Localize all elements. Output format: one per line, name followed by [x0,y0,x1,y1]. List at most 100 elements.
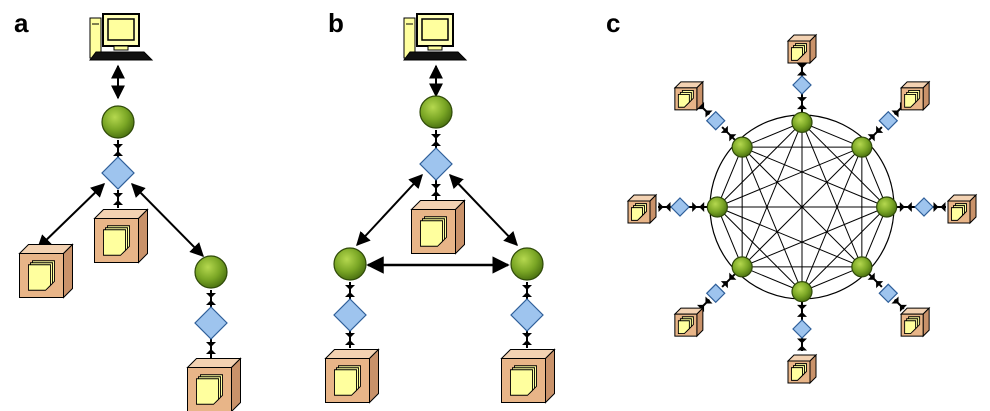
link-diamond-node-right-a [131,183,204,257]
link-node-diamond-right-a [206,290,216,308]
document-icon [677,316,694,334]
node-icon-b-left [333,247,367,281]
document-icon [631,203,647,221]
mesh-link [741,266,803,293]
node-icon-c-4 [851,256,873,278]
storage-box-icon-c-1 [786,33,818,65]
connector-layer [36,63,946,358]
service-diamond-icon-c-3 [914,197,934,217]
mesh-link [716,146,743,208]
panel-label-b: b [328,8,344,38]
mesh-link [717,206,863,268]
service-diamond-icon-c-2 [878,110,899,131]
document-icon [677,90,694,108]
link-diamond-box-left-b [345,330,355,348]
storage-box-icon-c-2 [899,80,931,112]
mesh-link [861,146,888,208]
link-node-diamond-right-b [522,282,532,300]
service-diamond-icon-c-1 [792,75,812,95]
service-diamond-icon-c-8 [705,110,726,131]
mesh-link [741,146,863,268]
link-diamond-box-center-a [113,190,123,208]
link-diamond-node-left-b [356,173,423,247]
node-icon-c-8 [731,136,753,158]
storage-box-icon-c-6 [673,306,705,338]
spoke-link-node-diamond [867,272,884,289]
storage-box-icon-c-3 [946,193,978,225]
link-diamond-box-b [431,180,441,200]
service-diamond-icon-c-7 [670,197,690,217]
document-icon [791,43,807,61]
storage-box-icon-c-5 [786,353,818,385]
spoke-link-node-diamond [867,125,884,142]
spoke-link-node-diamond [896,202,915,212]
panel-label-c: c [606,8,620,38]
spoke-link-diamond-box [797,63,807,76]
storage-box-icon-b-right [500,348,556,404]
mesh-link [801,121,863,148]
shape-layer [18,13,978,411]
document-icon [420,216,447,247]
storage-box-icon-a-center [93,208,149,264]
document-icon [103,225,130,256]
link-diamond-box-right-a [206,338,216,358]
document-icon [951,203,967,221]
document-icon [904,316,921,334]
spoke-link-diamond-box [933,202,946,212]
storage-box-icon-a-bottom [186,357,242,411]
computer-icon-a [89,13,154,61]
document-icon [904,90,921,108]
node-icon-c-7 [706,196,728,218]
mesh-link [741,146,887,208]
link-diamond-box-right-b [522,330,532,348]
mesh-link [717,206,803,292]
node-icon-c-1 [791,111,813,133]
node-icon-c-6 [731,256,753,278]
service-diamond-icon-c-5 [792,319,812,339]
storage-box-icon-a-left [18,243,74,299]
node-icon-b-right [510,247,544,281]
panel-label-a: a [14,8,29,38]
mesh-link [741,146,803,292]
mesh-link [801,266,863,293]
storage-box-icon-b-center [410,199,466,255]
node-icon-c-3 [876,196,898,218]
spoke-link-node-diamond [720,272,737,289]
node-icon-c-2 [851,136,873,158]
document-icon [196,374,223,405]
service-diamond-icon-a-right [194,306,228,340]
storage-box-icon-c-4 [899,306,931,338]
service-diamond-icon-b-top [419,147,453,181]
document-icon [28,260,55,291]
mesh-link [741,206,887,268]
spoke-link-node-diamond [720,125,737,142]
spoke-link-diamond-box [797,338,807,351]
service-diamond-icon-b-left [333,298,367,332]
node-icon-a-right [194,255,228,289]
node-icon-b-top [419,95,453,129]
document-icon [791,363,807,381]
storage-box-icon-b-left [324,348,380,404]
mesh-link [717,146,863,208]
node-icon-a-top [101,105,135,139]
document-icon [510,365,537,396]
mesh-link [801,122,863,268]
mesh-link [741,121,803,148]
document-icon [334,365,361,396]
spoke-link-node-diamond [797,94,807,113]
spoke-link-node-diamond [689,202,708,212]
service-diamond-icon-b-right [510,298,544,332]
mesh-link [861,206,888,268]
link-diamond-node-right-b [449,173,518,247]
spoke-link-diamond-box [891,296,908,313]
link-node-diamond-left-b [345,282,355,300]
mesh-link [716,206,743,268]
link-diamond-box-left-a [36,183,106,249]
service-diamond-icon-c-6 [705,283,726,304]
link-node-diamond-b [431,130,441,150]
spoke-link-diamond-box [658,202,671,212]
mesh-link [801,146,863,292]
service-diamond-icon-c-4 [878,283,899,304]
spoke-link-node-diamond [797,301,807,320]
